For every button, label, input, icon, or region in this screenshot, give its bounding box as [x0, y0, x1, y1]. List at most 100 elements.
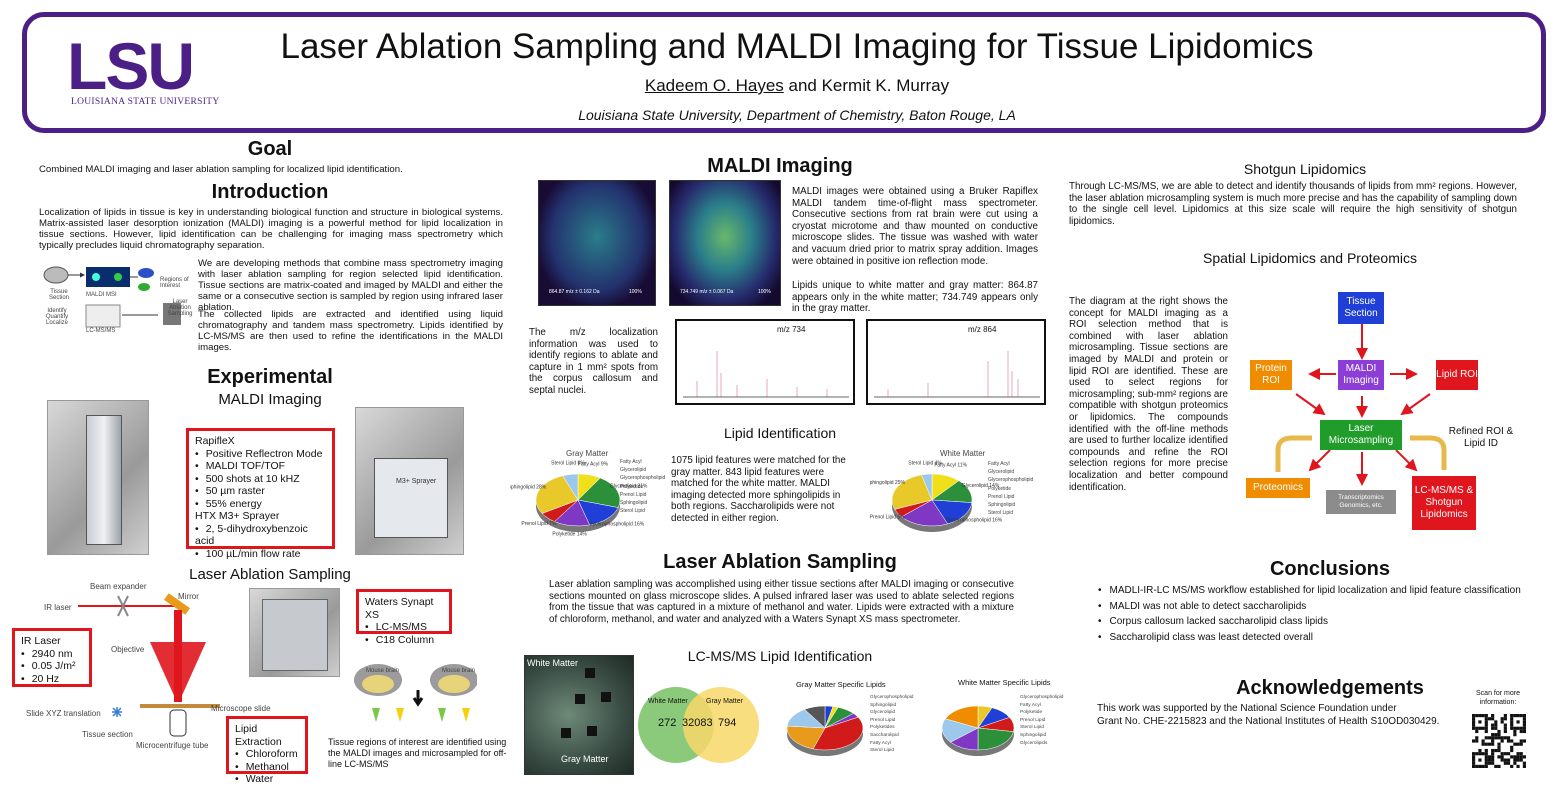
legend-item: Glycerophospholipid [620, 475, 666, 482]
qr-module [1500, 720, 1504, 724]
spectrum-734: m/z 734 [675, 319, 855, 405]
intro-paragraph-2: We are developing methods that combine m… [198, 258, 503, 313]
pie-slice-label: Fatty Acyl 11% [934, 462, 967, 468]
conclusions-list: MADLI-IR-LC MS/MS workflow established f… [1098, 583, 1538, 645]
qr-module [1484, 755, 1488, 759]
ir-laser-title: IR Laser [21, 635, 61, 647]
node-maldi-imaging: MALDI Imaging [1338, 360, 1384, 390]
qr-module [1487, 736, 1492, 740]
wm-specific-title: White Matter Specific Lipids [958, 678, 1051, 687]
rapiflex-photo [47, 400, 149, 555]
spatial-text: The diagram at the right shows the conce… [1069, 296, 1228, 493]
pie-slice-label: Glycerolipid 14% [962, 483, 1000, 489]
sprayer-item: 2, 5-dihydroxybenzoic acid [195, 523, 326, 548]
pie-slice-label: Sphingolipid 25% [870, 480, 905, 486]
legend-item: Glycerophospholipid [1020, 695, 1064, 700]
qr-module [1484, 723, 1488, 727]
qr-module [1472, 726, 1476, 730]
image-label: 734.749 m/z ± 0.067 Da [680, 289, 734, 295]
label-mirror: Mirror [178, 592, 199, 601]
tube-icon [462, 708, 470, 722]
qr-module [1484, 761, 1488, 765]
legend-item: Glycerophospholipid [870, 695, 914, 700]
spectrum-864: m/z 864 [866, 319, 1046, 405]
spatial-heading: Spatial Lipidomics and Proteomics [1203, 250, 1417, 266]
brain-label: Mouse brain [366, 668, 400, 674]
legend-item: Fatty Acyl [870, 740, 891, 746]
venn-label-gray: Gray Matter [706, 698, 743, 705]
qr-module [1484, 752, 1488, 756]
workflow-diagram [43, 266, 181, 328]
synapt-list: LC-MS/MS C18 Column [365, 621, 443, 646]
qr-module [1491, 739, 1495, 743]
extraction-box: Lipid Extraction Chloroform Methanol Wat… [226, 716, 308, 785]
sprayer-label: M3+ Sprayer [396, 478, 437, 485]
tube-icon [372, 708, 380, 722]
qr-module [1522, 714, 1526, 718]
qr-module [1494, 723, 1498, 727]
qr-module [1516, 742, 1520, 746]
legend-item: Prenol Lipid [620, 491, 647, 498]
synapt-title: Waters Synapt XS [365, 596, 434, 621]
qr-module [1491, 755, 1495, 759]
qr-module [1487, 742, 1492, 746]
qr-module [1497, 729, 1501, 734]
photo-label-gray: Gray Matter [561, 754, 609, 764]
tube-icon [396, 708, 404, 722]
rapiflex-title: RapifleX [195, 435, 235, 447]
qr-module [1478, 748, 1482, 753]
qr-module [1487, 755, 1492, 759]
qr-module [1519, 758, 1523, 762]
maldi-paragraph-2: Lipids unique to white matter and gray m… [792, 280, 1038, 315]
pie-slice-label: Glycerophospholipid 16% [588, 522, 645, 528]
synapt-item: LC-MS/MS [365, 621, 443, 634]
qr-module [1481, 739, 1485, 743]
qr-module [1494, 764, 1498, 768]
qr-module [1519, 729, 1523, 734]
qr-module [1519, 742, 1523, 746]
goal-text: Combined MALDI imaging and laser ablatio… [39, 164, 403, 175]
focus-cone [150, 642, 206, 700]
qr-module [1475, 714, 1479, 718]
down-arrow-icon [412, 690, 424, 707]
pie-slice-label: Sterol Lipid 4% [908, 460, 942, 466]
qr-module [1522, 755, 1526, 759]
gray-matter-pie: Fatty Acyl 9%Glycerolipid 21%Glycerophos… [510, 461, 648, 538]
qr-module [1510, 726, 1514, 730]
poster-header: LSU LOUISIANA STATE UNIVERSITY Laser Abl… [22, 12, 1546, 133]
qr-module [1494, 748, 1498, 753]
qr-module [1516, 726, 1520, 730]
qr-module [1481, 714, 1485, 718]
roi-icon [138, 268, 154, 278]
legend-item: Sterol Lipid [620, 508, 646, 515]
photo-label-white: White Matter [527, 658, 579, 668]
gray-pie-title: Gray Matter [566, 449, 609, 458]
brain-slice-icon [43, 266, 69, 284]
extraction-item: Methanol [235, 761, 299, 774]
conclusion-item: Saccharolipid class was least detected o… [1098, 630, 1538, 646]
qr-module [1478, 758, 1482, 762]
qr-code-icon[interactable] [1472, 714, 1526, 768]
qr-module [1491, 714, 1495, 718]
pie-slice-label: Glycerolipid 21% [610, 483, 648, 489]
tissue-caption: Tissue regions of interest are identifie… [328, 737, 507, 769]
ir-item: 20 Hz [21, 673, 83, 686]
qr-module [1510, 717, 1514, 721]
beam-expander-icon [117, 595, 129, 617]
shotgun-text: Through LC-MS/MS, we are able to detect … [1069, 181, 1517, 227]
legend-item: Glycerolipid [988, 469, 1015, 476]
pie-slice-label: Prenol Lipid 5% [870, 514, 905, 520]
tissue-section-photo: White Matter Gray Matter [524, 655, 634, 775]
qr-module [1497, 736, 1501, 740]
synapt-box: Waters Synapt XS LC-MS/MS C18 Column [356, 589, 452, 646]
las-left-heading: Laser Ablation Sampling [189, 566, 351, 583]
conclusion-item: Corpus callosum lacked saccharolipid cla… [1098, 614, 1538, 630]
qr-module [1503, 752, 1507, 756]
qr-module [1484, 748, 1488, 753]
slide-icon [140, 704, 220, 708]
qr-module [1513, 729, 1517, 734]
pie-slice [921, 473, 933, 501]
qr-module [1500, 717, 1504, 721]
label-tissue-section: Tissue section [82, 730, 133, 739]
qr-module [1519, 755, 1523, 759]
